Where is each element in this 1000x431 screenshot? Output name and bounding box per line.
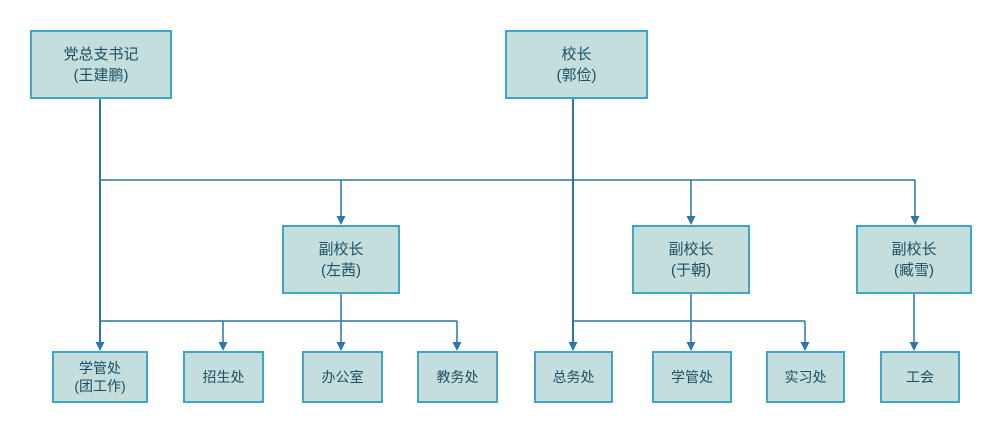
node-title: 副校长: [668, 240, 714, 258]
org-node-principal[interactable]: 校长 (郭俭): [505, 30, 648, 99]
node-title: 教务处: [436, 369, 479, 385]
node-person: (郭俭): [556, 66, 597, 84]
node-person: (臧雪): [894, 261, 934, 279]
node-person: (左茜): [321, 261, 361, 279]
org-node-vice-principal-zuo[interactable]: 副校长 (左茜): [282, 225, 400, 294]
org-node-dept-general-affairs[interactable]: 总务处: [534, 351, 613, 403]
org-node-vice-principal-yu[interactable]: 副校长 (于朝): [632, 225, 750, 294]
org-node-dept-office[interactable]: 办公室: [302, 351, 383, 403]
node-person: (于朝): [671, 261, 711, 279]
node-title: 总务处: [552, 369, 595, 385]
node-title: 校长: [561, 45, 592, 63]
node-title: 工会: [906, 369, 934, 385]
node-title: 学管处: [79, 360, 121, 376]
node-title: 党总支书记: [63, 45, 139, 63]
org-node-dept-internship[interactable]: 实习处: [766, 351, 845, 403]
node-title: 副校长: [318, 240, 364, 258]
org-node-dept-academic-affairs[interactable]: 教务处: [417, 351, 498, 403]
org-node-party-secretary[interactable]: 党总支书记 (王建鹏): [30, 30, 172, 99]
node-title: 实习处: [784, 369, 827, 385]
node-title: 学管处: [671, 369, 713, 385]
org-node-dept-student-mgmt[interactable]: 学管处: [652, 351, 732, 403]
node-title: 办公室: [321, 369, 364, 385]
node-title: 招生处: [202, 369, 245, 385]
org-node-vice-principal-zang[interactable]: 副校长 (臧雪): [856, 225, 972, 294]
node-subtitle: (团工作): [74, 378, 126, 394]
org-node-dept-student-mgmt-league[interactable]: 学管处 (团工作): [52, 351, 148, 403]
node-person: (王建鹏): [73, 66, 129, 84]
node-title: 副校长: [891, 240, 937, 258]
org-node-dept-admissions[interactable]: 招生处: [183, 351, 264, 403]
org-node-labor-union[interactable]: 工会: [880, 351, 960, 403]
